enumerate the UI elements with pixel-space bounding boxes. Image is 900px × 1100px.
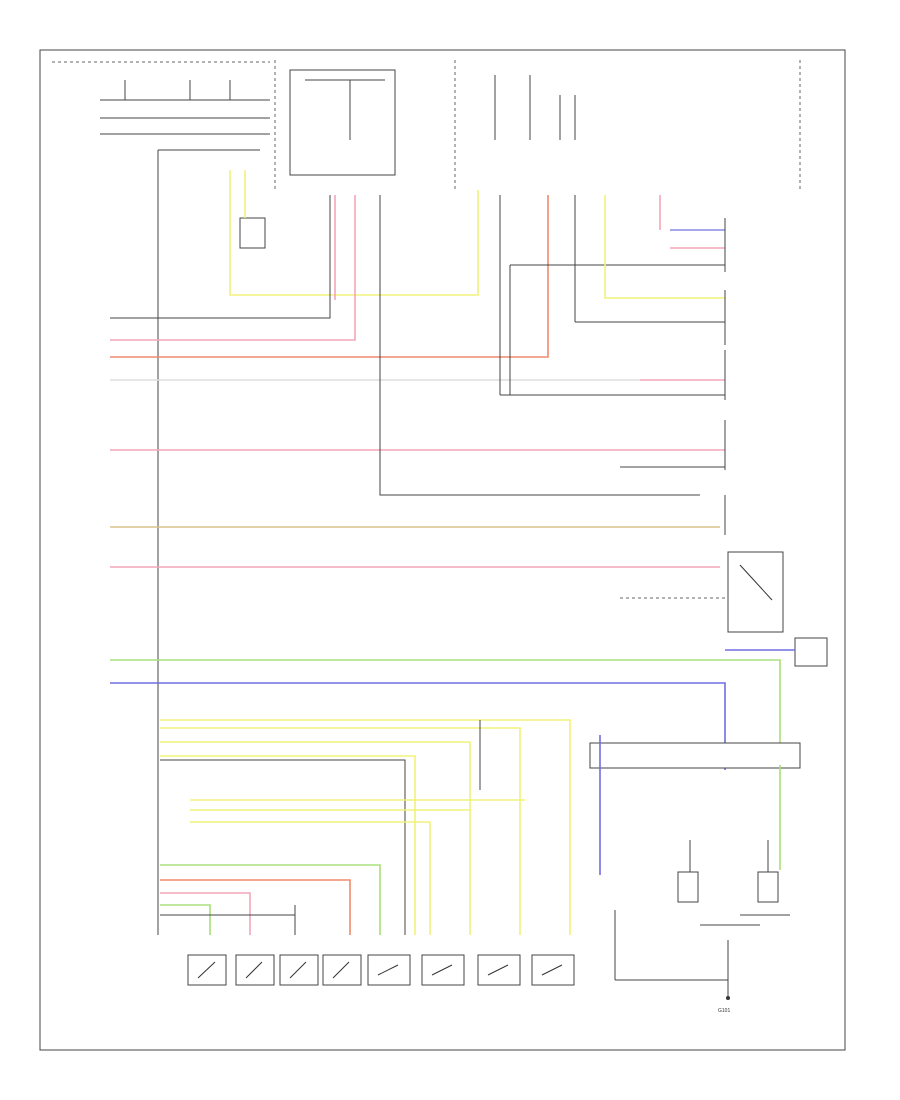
lower-right-wires xyxy=(599,735,790,992)
hazard-switch xyxy=(727,551,784,633)
bottom-switch-row xyxy=(187,954,575,986)
diagram-border xyxy=(39,49,846,1051)
fuse-box-section xyxy=(52,60,801,935)
right-switch-column xyxy=(499,195,828,667)
switch-4 xyxy=(322,954,362,986)
relay-left-lower xyxy=(677,871,699,903)
ground-label: G101 xyxy=(718,1008,730,1014)
relay-yellow-wires xyxy=(229,170,479,300)
relay-right-lower xyxy=(757,871,779,903)
lower-yellow-bundle xyxy=(160,719,801,935)
switch-3 xyxy=(279,954,319,986)
switch-2 xyxy=(235,954,275,986)
relay-box xyxy=(289,69,396,176)
lower-color-bundle xyxy=(160,864,381,935)
flasher-unit xyxy=(794,637,828,667)
ground-symbol: G101 xyxy=(718,992,730,1014)
main-harness xyxy=(110,195,781,770)
relay-coil xyxy=(239,217,266,249)
junction-box xyxy=(589,742,801,769)
